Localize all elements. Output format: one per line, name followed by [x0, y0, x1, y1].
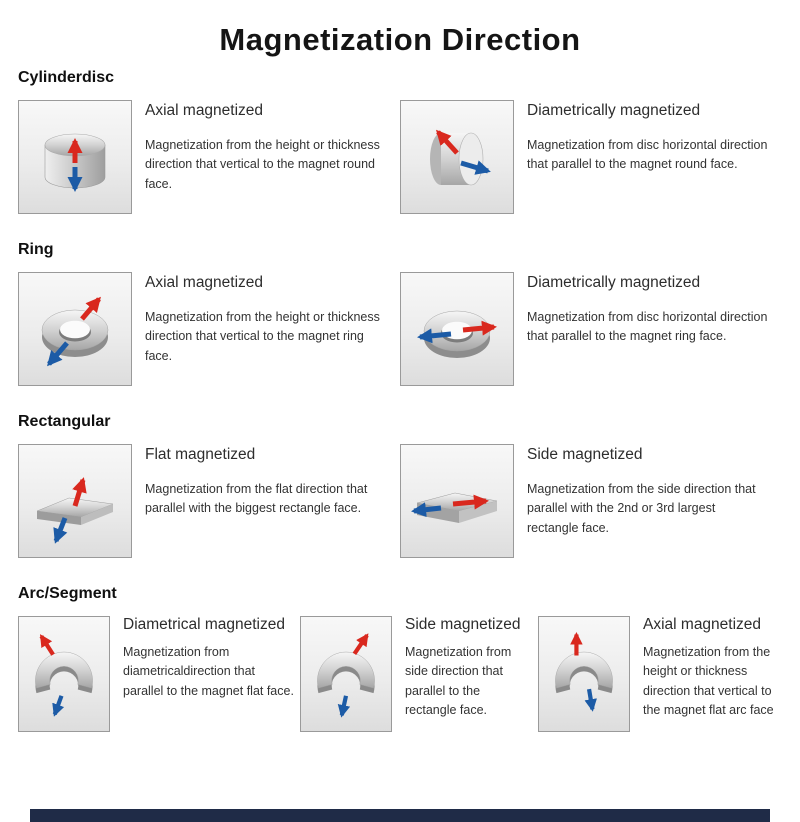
red-arrow: [72, 477, 87, 507]
blue-arrow: [460, 160, 491, 175]
cylinder-diametrical-image: [400, 100, 514, 214]
item-arc-diametrical: Diametrical magnetized Magnetization fro…: [18, 616, 300, 732]
section-label-arc-segment: Arc/Segment: [18, 585, 117, 602]
cylinder-axial-image: [18, 100, 132, 214]
blue-arrow: [584, 688, 597, 712]
section-cylinderdisc: Cylinderdisc Axial magnetized Magnetizat…: [0, 68, 800, 214]
item-heading: Axial magnetized: [145, 274, 264, 291]
item-cylinder-diametrical: Diametrically magnetized Magnetization f…: [400, 100, 782, 214]
item-description: Magnetization from the height or thickne…: [643, 645, 774, 718]
item-description: Magnetization from the flat direction th…: [145, 482, 368, 516]
item-heading: Axial magnetized: [643, 616, 762, 633]
blue-arrow: [411, 502, 442, 518]
footer-bar: [30, 809, 770, 822]
row-rectangular: Flat magnetized Magnetization from the f…: [18, 444, 782, 558]
item-text: Flat magnetized Magnetization from the f…: [145, 444, 400, 519]
arc-diametrical-icon: [35, 634, 93, 717]
blue-arrow: [52, 695, 65, 717]
cylinder-axial-icon: [44, 133, 106, 192]
item-heading: Axial magnetized: [145, 102, 264, 119]
blue-arrow: [417, 328, 452, 344]
section-ring: Ring Axial magnetized Magnetization from…: [0, 240, 800, 386]
ring-diametrical-icon: [417, 310, 497, 358]
item-description: Magnetization from diametricaldirection …: [123, 645, 294, 698]
item-text: Side magnetized Magnetization from the s…: [527, 444, 782, 538]
section-rectangular: Rectangular Flat magnetized Magnetizatio…: [0, 412, 800, 558]
blue-arrow: [47, 341, 69, 367]
item-description: Magnetization from disc horizontal direc…: [527, 310, 768, 344]
arc-diametrical-image: [18, 616, 110, 732]
item-description: Magnetization from disc horizontal direc…: [527, 138, 768, 172]
item-arc-axial: Axial magnetized Magnetization from the …: [538, 616, 782, 732]
row-cylinderdisc: Axial magnetized Magnetization from the …: [18, 100, 782, 214]
item-rect-flat: Flat magnetized Magnetization from the f…: [18, 444, 400, 558]
blue-arrow: [337, 695, 351, 718]
arc-axial-icon: [555, 632, 613, 712]
item-heading: Diametrically magnetized: [527, 102, 701, 119]
ring-diametrical-image: [400, 272, 514, 386]
item-description: Magnetization from side direction that p…: [405, 645, 512, 718]
rect-side-image: [400, 444, 514, 558]
item-description: Magnetization from the height or thickne…: [145, 310, 380, 363]
arc-side-image: [300, 616, 392, 732]
cylinder-diametrical-icon: [430, 129, 491, 186]
rect-flat-image: [18, 444, 132, 558]
item-heading: Side magnetized: [405, 616, 521, 633]
red-arrow: [435, 129, 459, 155]
row-ring: Axial magnetized Magnetization from the …: [18, 272, 782, 386]
section-arc-segment: Arc/Segment Diametrical magnetized Magne…: [0, 584, 800, 732]
item-arc-side: Side magnetized Magnetization from side …: [300, 616, 538, 732]
item-description: Magnetization from the height or thickne…: [145, 138, 380, 191]
arc-side-icon: [317, 633, 375, 718]
item-heading: Side magnetized: [527, 446, 643, 463]
section-label-ring: Ring: [18, 241, 54, 258]
blue-arrow: [53, 517, 68, 544]
red-arrow: [352, 633, 369, 656]
page-title: Magnetization Direction: [219, 22, 581, 57]
item-text: Axial magnetized Magnetization from the …: [145, 272, 400, 366]
item-heading: Diametrical magnetized: [123, 616, 285, 633]
red-arrow: [80, 296, 101, 321]
item-text: Diametrical magnetized Magnetization fro…: [123, 616, 300, 701]
item-text: Axial magnetized Magnetization from the …: [643, 616, 782, 721]
arc-axial-image: [538, 616, 630, 732]
section-label-rectangular: Rectangular: [18, 413, 111, 430]
item-text: Diametrically magnetized Magnetization f…: [527, 100, 782, 175]
item-cylinder-axial: Axial magnetized Magnetization from the …: [18, 100, 400, 214]
red-arrow: [452, 494, 489, 510]
ring-axial-icon: [41, 296, 109, 367]
item-text: Diametrically magnetized Magnetization f…: [527, 272, 782, 347]
row-arc-segment: Diametrical magnetized Magnetization fro…: [18, 616, 782, 732]
item-text: Side magnetized Magnetization from side …: [405, 616, 538, 721]
item-ring-diametrical: Diametrically magnetized Magnetization f…: [400, 272, 782, 386]
red-arrow: [39, 634, 55, 656]
red-arrow: [462, 320, 497, 336]
item-text: Axial magnetized Magnetization from the …: [145, 100, 400, 194]
item-rect-side: Side magnetized Magnetization from the s…: [400, 444, 782, 558]
section-label-cylinderdisc: Cylinderdisc: [18, 69, 115, 86]
item-heading: Diametrically magnetized: [527, 274, 701, 291]
item-ring-axial: Axial magnetized Magnetization from the …: [18, 272, 400, 386]
rect-side-icon: [411, 492, 498, 523]
rect-flat-icon: [36, 477, 114, 544]
ring-axial-image: [18, 272, 132, 386]
item-heading: Flat magnetized: [145, 446, 256, 463]
item-description: Magnetization from the side direction th…: [527, 482, 756, 535]
